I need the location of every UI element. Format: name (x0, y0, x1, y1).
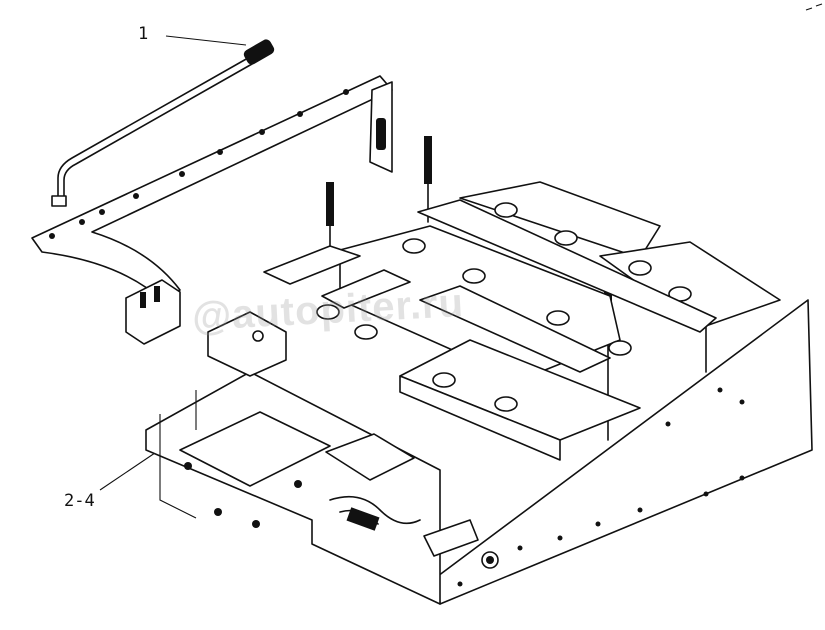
cable-and-fasteners (184, 462, 479, 557)
hold-down-bars (263, 199, 717, 373)
corner-marks (805, 3, 823, 11)
part-1-breather-rod (51, 39, 275, 207)
callout-part-1: 1 (138, 24, 149, 44)
tray-body (145, 371, 441, 605)
callout-part-2-4: 2-4 (64, 491, 95, 511)
battery-front (316, 304, 641, 461)
terminal-block (125, 279, 287, 377)
battery-rear (459, 181, 781, 329)
top-frame-plate (31, 75, 393, 301)
